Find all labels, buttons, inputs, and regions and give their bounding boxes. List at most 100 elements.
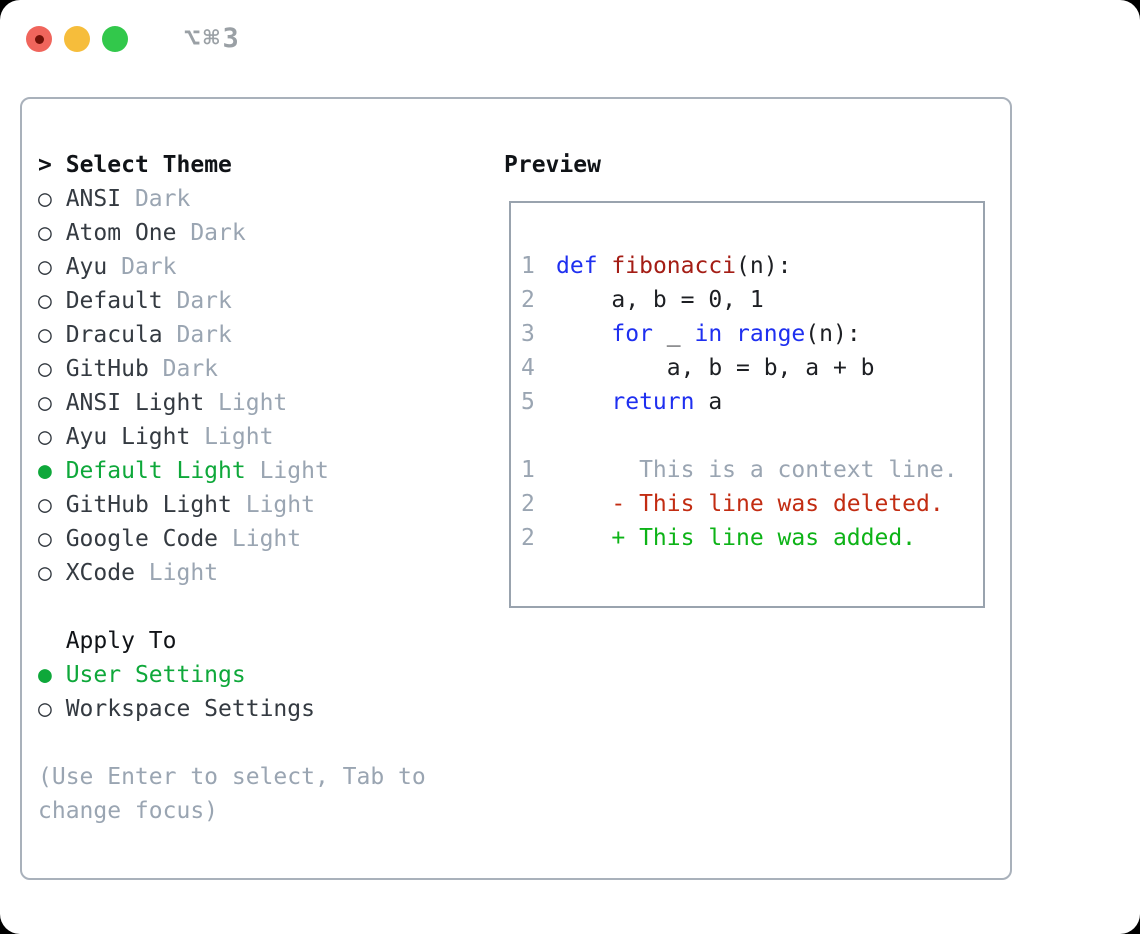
code-token: This is a context line. (556, 457, 958, 483)
preview-code-line: 2 a, b = 0, 1 (521, 283, 983, 317)
code-token (556, 321, 611, 347)
close-focus-dot-icon (34, 34, 44, 44)
preview-title: Preview (504, 152, 601, 178)
theme-option[interactable]: ○ ANSI Dark (38, 182, 504, 216)
theme-option-variant: Light (231, 492, 315, 518)
radio-selected-icon: ● (38, 458, 66, 484)
theme-option-variant: Light (190, 424, 274, 450)
code-token: (n): (805, 321, 861, 347)
code-token (722, 321, 736, 347)
keyboard-shortcut-label: ⌥⌘3 (184, 23, 242, 54)
theme-option-name: ANSI (65, 186, 122, 212)
preview-code-line: 2 - This line was deleted. (521, 487, 983, 521)
theme-option-name: Ayu (65, 254, 108, 280)
code-token: in (694, 321, 723, 347)
theme-option-name: XCode (65, 560, 135, 586)
apply-to-option-label: Workspace Settings (65, 696, 315, 722)
radio-unselected-icon: ○ (38, 356, 66, 382)
spacer (38, 726, 504, 760)
radio-unselected-icon: ○ (38, 288, 66, 314)
theme-option-name: Default (65, 288, 163, 314)
apply-to-option[interactable]: ● User Settings (38, 658, 504, 692)
radio-unselected-icon: ○ (38, 424, 66, 450)
theme-option-name: ANSI Light (65, 390, 205, 416)
apply-to-header: Apply To (38, 624, 504, 658)
zoom-button[interactable] (102, 26, 128, 52)
radio-unselected-icon: ○ (38, 220, 66, 246)
preview-code-line: 4 a, b = b, a + b (521, 351, 983, 385)
minimize-button[interactable] (64, 26, 90, 52)
theme-option-variant: Dark (107, 254, 177, 280)
theme-option[interactable]: ○ ANSI Light Light (38, 386, 504, 420)
theme-option-name: GitHub Light (65, 492, 232, 518)
radio-unselected-icon: ○ (38, 254, 66, 280)
titlebar: ⌥⌘3 (26, 23, 242, 54)
code-token: _ (652, 321, 695, 347)
theme-option[interactable]: ○ Ayu Dark (38, 250, 504, 284)
theme-option-name: Ayu Light (65, 424, 191, 450)
code-token: a, b = b, a + b (556, 355, 875, 381)
code-token: range (736, 321, 806, 347)
line-number: 1 (521, 457, 535, 483)
code-token: a, b = 0, 1 (556, 287, 764, 313)
theme-option[interactable]: ○ XCode Light (38, 556, 504, 590)
theme-option[interactable]: ○ Atom One Dark (38, 216, 504, 250)
code-token: for (611, 321, 653, 347)
theme-option-variant: Light (204, 390, 288, 416)
theme-list-column: > Select Theme ○ ANSI Dark○ Atom One Dar… (38, 148, 504, 878)
apply-to-title: Apply To (65, 628, 177, 654)
line-number: 2 (521, 491, 535, 517)
preview-code-line: 2 + This line was added. (521, 521, 983, 555)
theme-option-variant: Dark (148, 356, 219, 382)
code-token: - This line was deleted. (556, 491, 944, 517)
theme-option[interactable]: ○ Default Dark (38, 284, 504, 318)
preview-code-line: 3 for _ in range(n): (521, 317, 983, 351)
theme-option-variant: Dark (162, 322, 232, 348)
line-number: 3 (521, 321, 535, 347)
theme-option-variant: Dark (121, 186, 191, 212)
code-token (598, 253, 612, 279)
theme-picker-panel: > Select Theme ○ ANSI Dark○ Atom One Dar… (20, 97, 1012, 880)
theme-option[interactable]: ○ GitHub Light Light (38, 488, 504, 522)
preview-code-line: 5 return a (521, 385, 983, 419)
code-token: def (556, 253, 598, 279)
apply-to-list: ● User Settings○ Workspace Settings (38, 658, 504, 726)
theme-option-variant: Light (134, 560, 219, 586)
preview-header: Preview (504, 148, 1010, 182)
code-token: (n): (736, 253, 792, 279)
radio-unselected-icon: ○ (38, 390, 66, 416)
theme-option-name: Google Code (65, 526, 219, 552)
code-token: + This line was added. (556, 525, 917, 551)
select-theme-header: > Select Theme (38, 148, 504, 182)
theme-option[interactable]: ● Default Light Light (38, 454, 504, 488)
code-token: a (694, 389, 723, 415)
theme-option-variant: Light (245, 458, 329, 484)
theme-option[interactable]: ○ Google Code Light (38, 522, 504, 556)
radio-unselected-icon: ○ (38, 696, 66, 722)
theme-option[interactable]: ○ Ayu Light Light (38, 420, 504, 454)
radio-unselected-icon: ○ (38, 560, 66, 586)
theme-option-variant: Light (218, 526, 302, 552)
radio-unselected-icon: ○ (38, 186, 66, 212)
preview-code-line: 1 This is a context line. (521, 453, 983, 487)
theme-option[interactable]: ○ Dracula Dark (38, 318, 504, 352)
close-button[interactable] (26, 26, 52, 52)
apply-to-option[interactable]: ○ Workspace Settings (38, 692, 504, 726)
radio-unselected-icon: ○ (38, 492, 66, 518)
theme-option-variant: Dark (176, 220, 246, 246)
select-theme-title: Select Theme (65, 152, 232, 178)
apply-to-option-label: User Settings (65, 662, 246, 688)
code-token (556, 389, 611, 415)
theme-option-name: Default Light (65, 458, 246, 484)
code-token: return (611, 389, 695, 415)
radio-unselected-icon: ○ (38, 322, 66, 348)
line-number: 5 (521, 389, 535, 415)
prompt-icon: > (38, 152, 52, 178)
theme-option[interactable]: ○ GitHub Dark (38, 352, 504, 386)
radio-unselected-icon: ○ (38, 526, 66, 552)
theme-list: ○ ANSI Dark○ Atom One Dark○ Ayu Dark○ De… (38, 182, 504, 590)
theme-option-name: Dracula (65, 322, 163, 348)
